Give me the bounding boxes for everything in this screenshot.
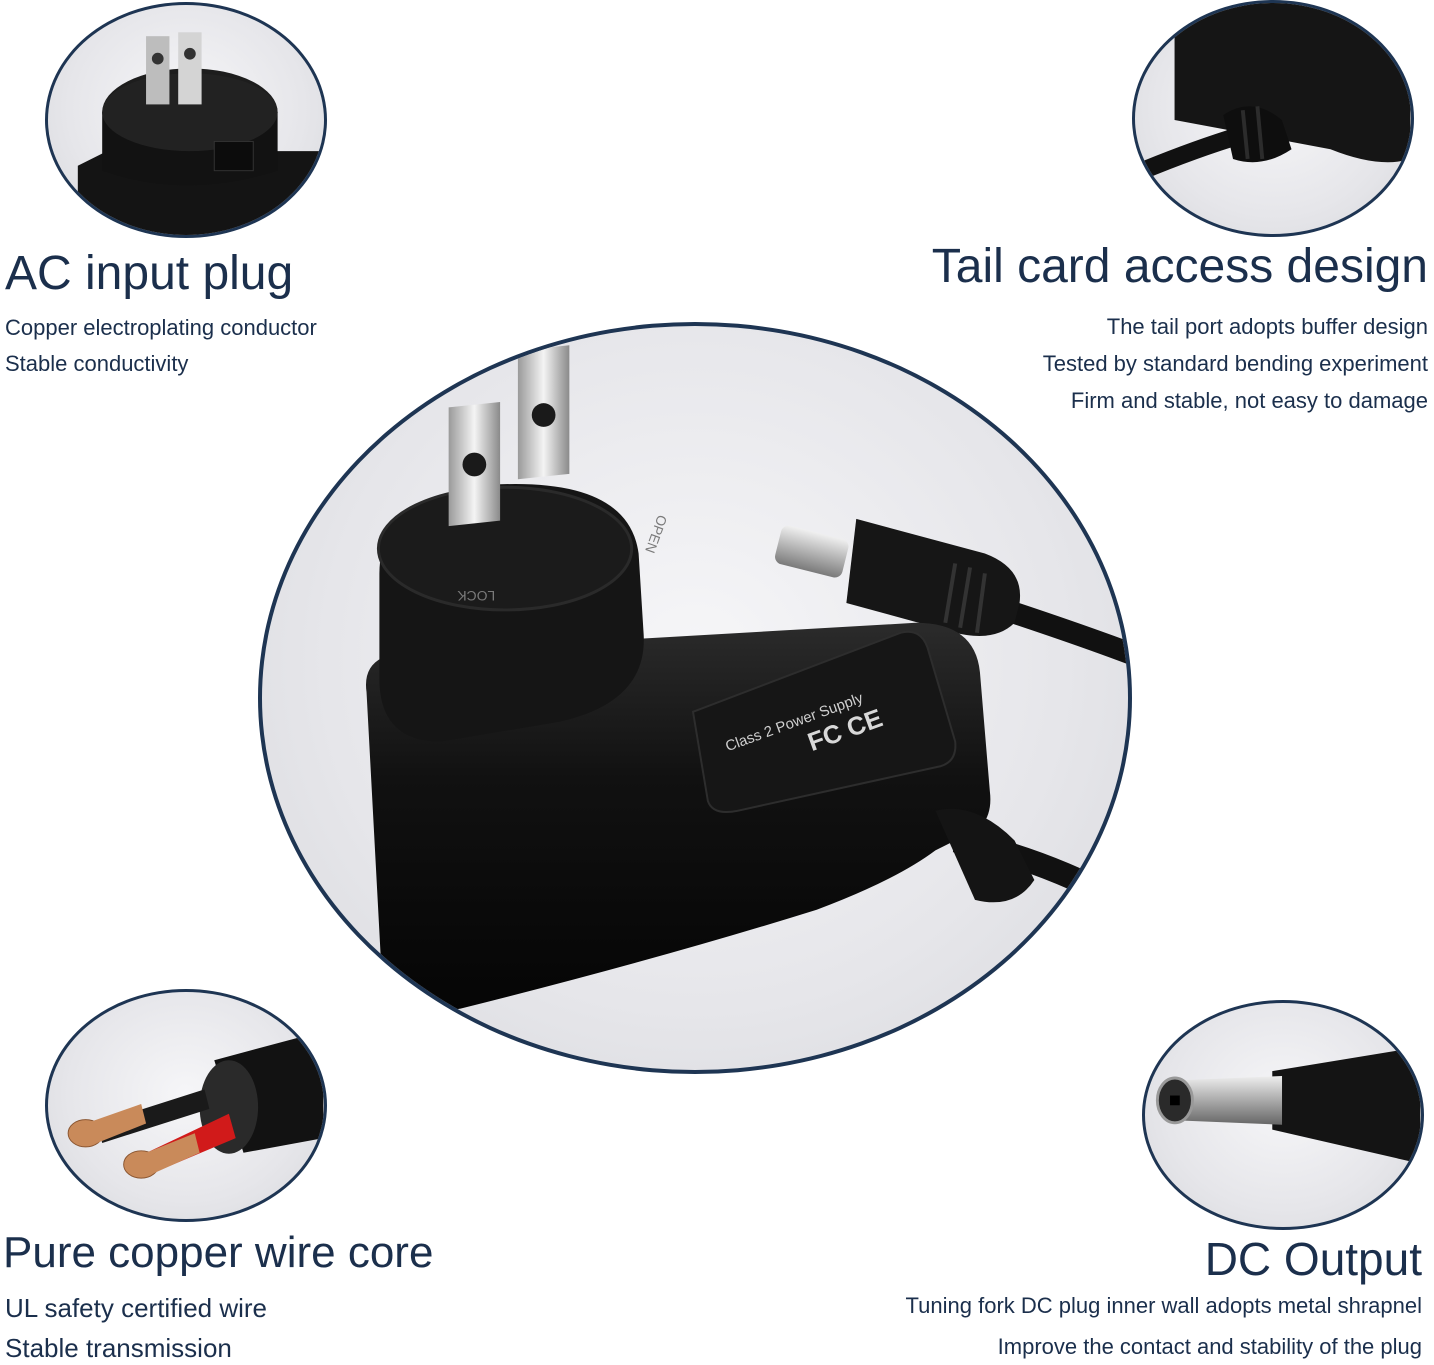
ac-input-line-1: Copper electroplating conductor [5,315,317,340]
wire-core-title: Pure copper wire core [3,1228,434,1277]
spec-label [691,630,957,814]
dc-plug-icon [1155,1046,1421,1164]
open-text: OPEN [642,513,670,555]
ac-plug-icon [77,32,322,235]
tail-strain-relief-icon [1135,3,1411,182]
power-adapter-illustration: Class 2 Power Supply FC CE LOCK OPEN [365,345,1128,1011]
dc-output-line-1: Tuning fork DC plug inner wall adopts me… [905,1293,1422,1318]
plug-disk [376,485,634,612]
wire-core-line-1: UL safety certified wire [5,1293,268,1323]
tail-card-line-3: Firm and stable, not easy to damage [1070,388,1428,413]
copper-wire-icon [67,1030,324,1179]
wire-core-closeup [45,989,327,1222]
ac-input-title: AC input plug [5,247,294,300]
dc-pin-icon [775,525,849,578]
dc-plug-head-icon [846,518,1021,636]
ac-input-line-2: Stable conductivity [5,351,189,376]
dc-output-line-2: Improve the contact and stability of the… [997,1334,1422,1359]
dc-output-title: DC Output [1204,1233,1422,1285]
wire-core-line-2: Stable transmission [5,1333,232,1363]
tail-card-title: Tail card access design [931,240,1428,293]
dc-cable-top [1011,602,1128,665]
lock-text: LOCK [457,588,495,604]
tail-card-line-2: Tested by standard bending experiment [1042,351,1428,376]
main-product-image: Class 2 Power Supply FC CE LOCK OPEN [258,322,1132,1074]
dc-plug-closeup [1142,1000,1424,1230]
ac-plug-closeup [45,2,327,238]
strain-relief-ribs-icon [943,563,987,633]
tail-strain-relief-icon [935,808,1035,903]
tail-closeup [1132,0,1414,237]
tail-card-line-1: The tail port adopts buffer design [1106,314,1428,339]
